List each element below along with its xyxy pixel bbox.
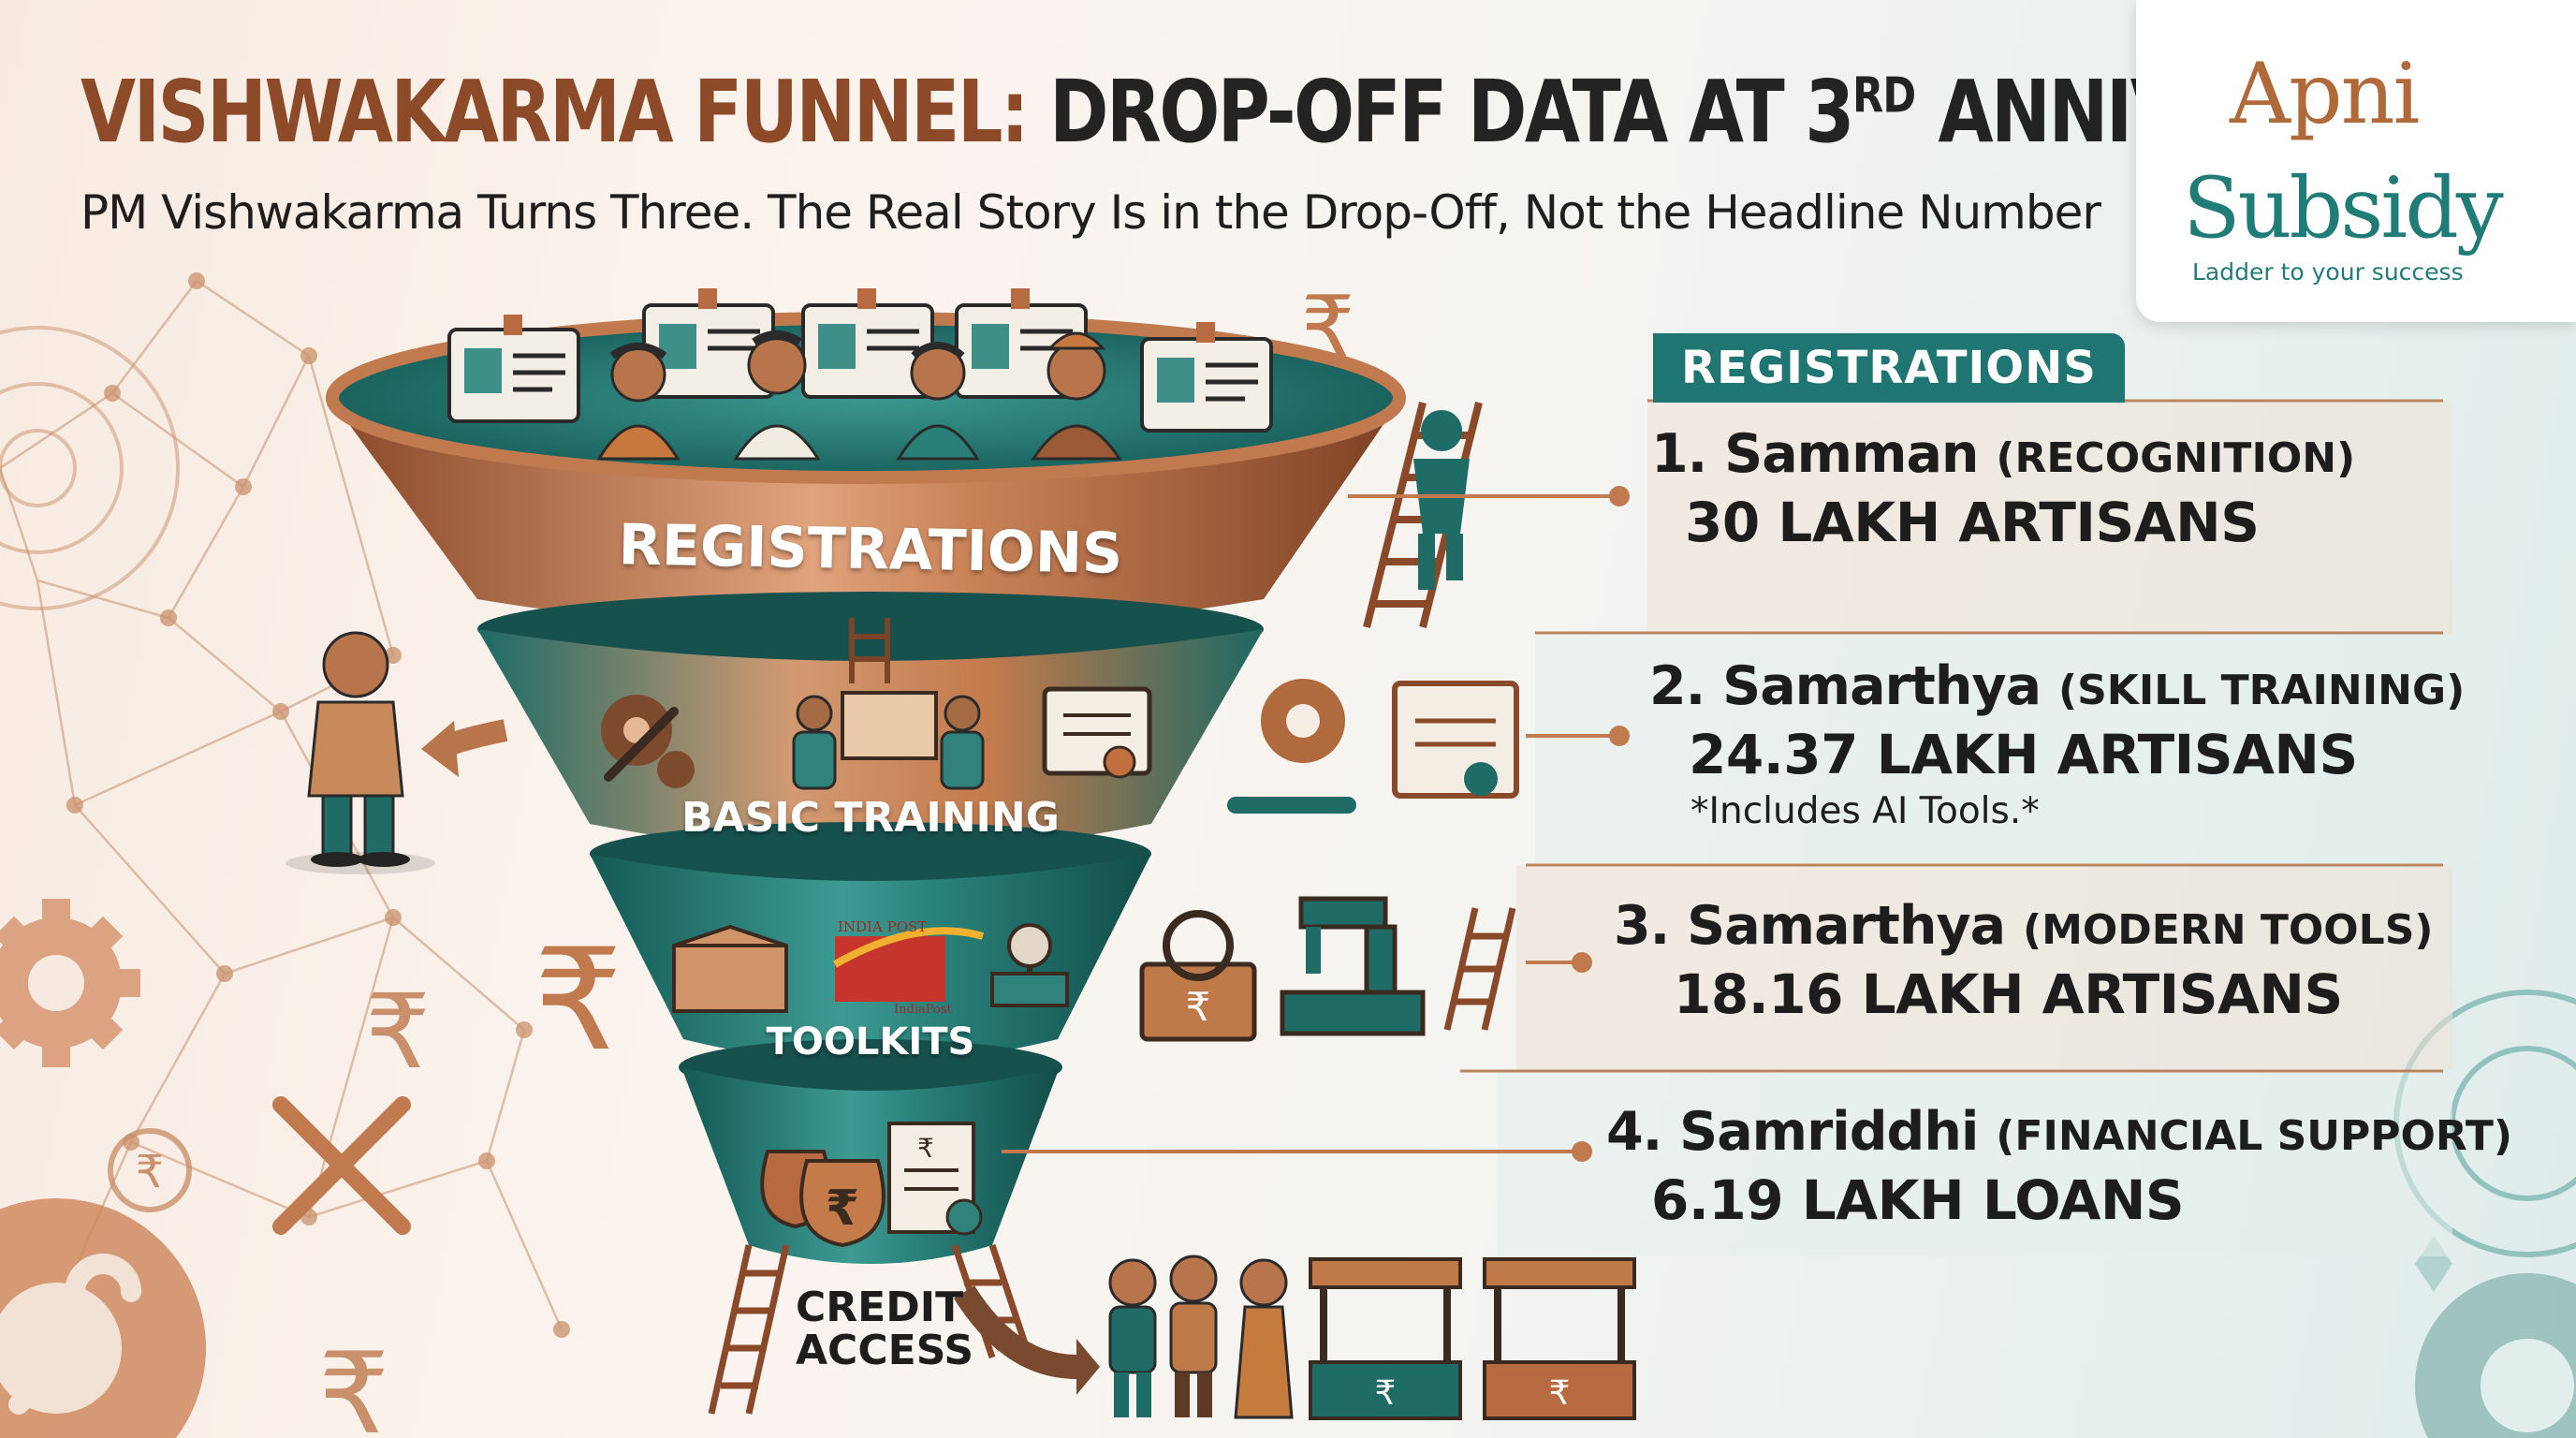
stage-2-sub: (SKILL TRAINING) <box>2057 667 2466 714</box>
arrow-icon <box>1076 1339 1100 1395</box>
title-superscript: RD <box>1852 67 1916 125</box>
ladder-icon <box>849 618 890 683</box>
svg-text:₹: ₹ <box>826 1181 859 1237</box>
stage-1-value: 30 LAKH ARTISANS <box>1685 491 2260 554</box>
stage-4-value: 6.19 LAKH LOANS <box>1651 1168 2185 1232</box>
svg-text:₹: ₹ <box>917 1133 934 1164</box>
registrations-tag: REGISTRATIONS <box>1653 333 2125 403</box>
stage-1-name: 1. Samman <box>1651 423 1980 485</box>
title-part-2: DROP-OFF DATA AT 3 <box>1049 62 1854 162</box>
gear-icon <box>0 326 180 610</box>
stage-1: 1. Samman (RECOGNITION) 30 LAKH ARTISANS <box>1651 423 2355 554</box>
funnel-label-credit-access: CREDIT ACCESS <box>796 1284 974 1374</box>
artisan-icon <box>596 343 681 461</box>
wrench-icon <box>604 707 679 782</box>
arrow-icon <box>421 721 459 777</box>
ladder-icon <box>1443 907 1516 1031</box>
funnel-label-registrations: REGISTRATIONS <box>618 512 1123 587</box>
svg-text:₹: ₹ <box>1186 984 1211 1030</box>
stage-2-name: 2. Samarthya <box>1649 655 2042 717</box>
stage-4-name: 4. Samriddhi <box>1606 1101 1979 1163</box>
arrow-icon <box>953 1284 1077 1379</box>
svg-text:₹: ₹ <box>1375 1374 1397 1413</box>
logo-line-2: Subsidy <box>2183 159 2504 257</box>
rupee-icon: ₹ <box>136 1146 165 1198</box>
funnel-label-toolkits: TOOLKITS <box>766 1020 975 1064</box>
id-card-icon <box>447 315 580 423</box>
artisan-icon <box>1031 331 1122 461</box>
artisan-icon <box>733 330 821 461</box>
stage-3-name: 3. Samarthya <box>1614 895 2006 957</box>
money-bag-icon: ₹ <box>760 1150 886 1248</box>
stage-3-sub: (MODERN TOOLS) <box>2022 906 2434 954</box>
stage-2-note: *Includes AI Tools.* <box>1690 790 2040 832</box>
credit-line-1: CREDIT <box>796 1284 964 1331</box>
wrench-icon <box>272 1096 411 1235</box>
sewing-machine-icon <box>1280 896 1426 1036</box>
india-post-bottom-text: IndiaPost <box>894 1003 952 1017</box>
market-stall-icon: ₹ <box>1483 1257 1636 1420</box>
stage-1-sub: (RECOGNITION) <box>1996 434 2356 482</box>
logo: Apni Subsidy Ladder to your success <box>2136 0 2576 322</box>
id-card-icon <box>1140 322 1273 433</box>
stage-4-sub: (FINANCIAL SUPPORT) <box>1996 1112 2512 1160</box>
wrench-icon <box>8 1254 141 1415</box>
page-subtitle: PM Vishwakarma Turns Three. The Real Sto… <box>80 185 2101 240</box>
india-post-logo: INDIA POST IndiaPost <box>833 918 985 1017</box>
artisan-icon <box>896 342 980 461</box>
market-stall-icon: ₹ <box>1309 1257 1462 1420</box>
stage-3-value: 18.16 LAKH ARTISANS <box>1674 962 2343 1026</box>
certificate-icon <box>1392 681 1519 799</box>
stage-2-value: 24.37 LAKH ARTISANS <box>1689 723 2358 786</box>
id-card-icon <box>801 288 934 399</box>
sewing-machine-icon <box>990 923 1069 1007</box>
rupee-icon: ₹ <box>318 1329 389 1438</box>
svg-text:₹: ₹ <box>1549 1374 1571 1413</box>
stage-2: 2. Samarthya (SKILL TRAINING) 24.37 LAKH… <box>1649 655 2465 832</box>
toolbox-icon: ₹ <box>1139 910 1257 1042</box>
rupee-icon: ₹ <box>534 919 622 1082</box>
artisan-icon <box>1108 1255 1294 1419</box>
logo-line-1: Apni <box>2230 45 2420 143</box>
india-post-top-text: INDIA POST <box>838 918 927 935</box>
stage-3: 3. Samarthya (MODERN TOOLS) 18.16 LAKH A… <box>1614 895 2434 1026</box>
document-icon: ₹ <box>887 1122 983 1236</box>
toolbox-icon <box>841 691 938 760</box>
credit-line-2: ACCESS <box>796 1327 974 1374</box>
logo-tagline: Ladder to your success <box>2192 258 2464 286</box>
stage-4: 4. Samriddhi (FINANCIAL SUPPORT) 6.19 LA… <box>1606 1101 2512 1232</box>
toolbox-icon <box>672 924 788 1013</box>
title-part-1: VISHWAKARMA FUNNEL: <box>80 62 1030 162</box>
worried-person-icon <box>307 631 410 867</box>
rupee-icon: ₹ <box>365 972 431 1092</box>
gear-icon <box>108 1128 192 1212</box>
certificate-icon <box>1042 686 1152 779</box>
page-title: VISHWAKARMA FUNNEL: DROP-OFF DATA AT 3RD… <box>80 62 2485 162</box>
artisan-icon <box>792 695 985 790</box>
funnel-label-basic-training: BASIC TRAINING <box>681 794 1060 842</box>
